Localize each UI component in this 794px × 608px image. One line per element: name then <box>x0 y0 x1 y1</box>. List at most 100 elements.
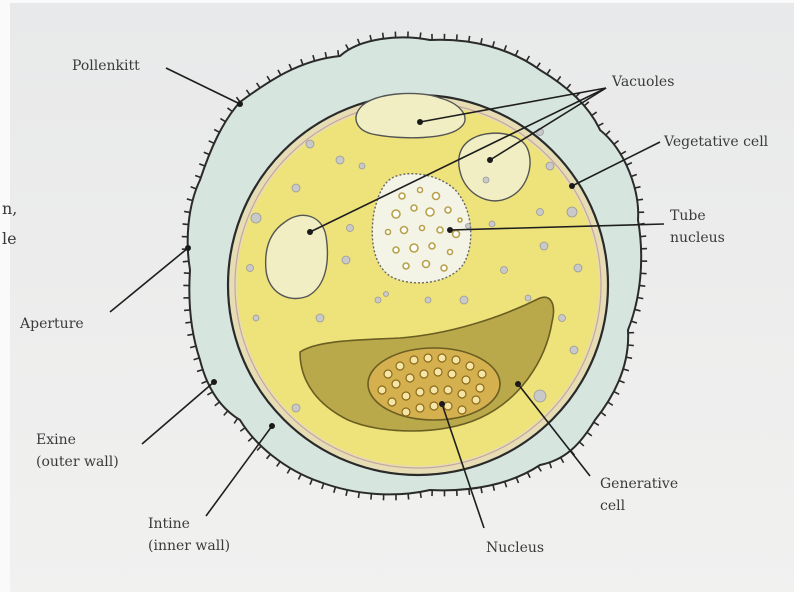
exine-spine <box>420 492 421 498</box>
label-pollenkitt: Pollenkitt <box>72 58 140 74</box>
label-vacuoles: Vacuoles <box>611 74 674 90</box>
pointer-dot-pollenkitt <box>237 101 243 107</box>
exine-spine <box>550 462 552 468</box>
exine-spine <box>371 494 372 500</box>
pointer-dot-generative-cell <box>515 381 521 387</box>
exine-spine <box>190 346 196 347</box>
exine-spine <box>457 34 458 40</box>
pointer-dot-intine <box>269 423 275 429</box>
exine-spine <box>214 130 219 133</box>
exine-spine <box>547 69 550 74</box>
exine-spine <box>246 90 249 95</box>
exine-spine <box>584 102 589 106</box>
exine-spine <box>234 418 237 423</box>
exine-spine <box>621 151 626 154</box>
exine-spine <box>587 432 592 436</box>
exine-spine <box>631 321 637 323</box>
exine-spine <box>313 55 315 61</box>
exine-spine <box>631 174 637 176</box>
exine-spine <box>191 187 197 189</box>
exine-spine <box>287 468 290 473</box>
exine-spine <box>601 412 606 416</box>
exine-spine <box>289 64 292 69</box>
label-intine-line1: Intine <box>148 516 190 532</box>
exine-spine <box>301 59 303 65</box>
exine-spine <box>538 466 541 471</box>
exine-spine <box>277 462 280 467</box>
exine-spine <box>598 123 603 126</box>
label-aperture: Aperture <box>19 316 84 332</box>
exine-spine <box>640 236 646 237</box>
pointer-dot-vacuole-right <box>487 157 493 163</box>
exine-spine <box>527 472 530 477</box>
margin-text-line1: n, <box>2 199 17 218</box>
label-vegetative-cell: Vegetative cell <box>663 134 769 150</box>
exine-spine <box>204 152 210 154</box>
label-generative-cell-line2: cell <box>600 498 626 514</box>
exine-spine <box>626 163 631 166</box>
exine-spine <box>257 83 260 88</box>
leader-pollenkitt <box>166 68 240 104</box>
exine-spine <box>325 52 326 58</box>
label-exine-line2: (outer wall) <box>36 454 119 470</box>
exine-spine <box>526 56 529 61</box>
exine-spine <box>639 285 645 286</box>
exine-spine <box>626 357 632 358</box>
exine-spine <box>504 45 506 51</box>
exine-spine <box>267 454 271 459</box>
exine-spine <box>240 428 245 431</box>
exine-spine <box>346 45 349 50</box>
exine-spine <box>183 224 189 225</box>
exine-spine <box>322 483 324 489</box>
exine-spine <box>619 380 625 382</box>
exine-spine <box>515 50 518 55</box>
exine-spine <box>220 119 225 122</box>
exine-spine <box>537 63 540 68</box>
pointer-dot-nucleus <box>439 401 445 407</box>
exine-spine <box>635 187 641 188</box>
exine-spine <box>579 442 583 446</box>
exine-spine <box>267 76 270 81</box>
leader-exine <box>142 382 214 444</box>
label-generative-cell-line1: Generative <box>600 476 678 492</box>
exine-spine <box>310 479 312 485</box>
exine-spine <box>516 477 518 483</box>
exine-spine <box>623 369 629 371</box>
exine-spine <box>592 112 597 115</box>
margin-text-line2: le <box>2 229 17 248</box>
exine-spine <box>358 492 359 498</box>
exine-spine <box>383 33 384 39</box>
exine-spine <box>628 345 634 346</box>
leader-intine <box>206 426 272 516</box>
exine-spine <box>184 211 190 212</box>
exine-spine <box>469 36 470 42</box>
exine-spine <box>197 370 203 372</box>
exine-spine <box>493 41 495 47</box>
exine-spine <box>567 84 571 89</box>
exine-spine <box>334 487 336 493</box>
exine-spine <box>358 39 360 45</box>
exine-spine <box>194 358 200 360</box>
pointer-dot-aperture <box>185 245 191 251</box>
exine-spine <box>637 297 643 298</box>
exine-spine <box>215 402 220 406</box>
label-exine-line1: Exine <box>36 432 76 448</box>
exine-spine <box>187 199 193 201</box>
exine-spine <box>202 381 208 383</box>
exine-spine <box>248 437 253 441</box>
exine-spine <box>346 490 347 496</box>
exine-spine <box>298 474 301 479</box>
label-tube-nucleus-line1: Tube <box>670 208 706 224</box>
pointer-dot-vacuole-top <box>417 119 423 125</box>
exine-spine <box>408 494 409 500</box>
exine-spine <box>637 199 643 200</box>
exine-spine <box>199 164 205 166</box>
pointer-dot-vacuole-left <box>307 229 313 235</box>
exine-spine <box>187 334 193 335</box>
exine-spine <box>420 32 421 38</box>
exine-spine <box>338 50 339 56</box>
exine-spine <box>614 141 619 145</box>
exine-spine <box>606 131 610 135</box>
exine-spine <box>209 141 214 144</box>
